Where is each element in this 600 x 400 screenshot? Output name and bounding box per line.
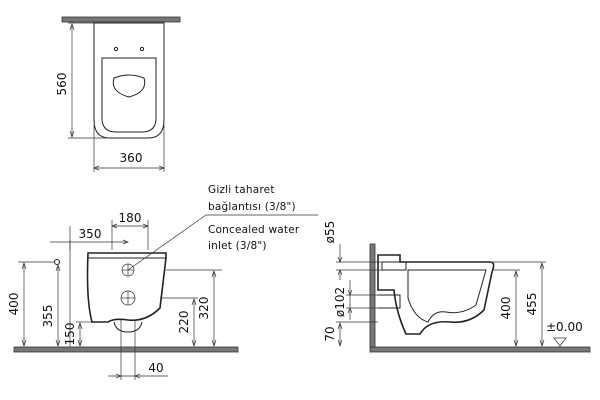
top-view-lid-outline [101, 57, 157, 133]
dim-400-label: 400 [7, 293, 21, 316]
dim-350-label: 350 [79, 227, 102, 241]
annotation-leader [127, 214, 207, 271]
width-label: 360 [120, 151, 143, 165]
dim-455-label: 455 [525, 293, 539, 316]
annotation-en-line2: inlet (3/8") [208, 240, 267, 252]
dim-220-label: 220 [177, 311, 191, 334]
depth-label: 560 [55, 73, 69, 96]
dim-55-label: ø55 [323, 221, 337, 244]
dim-320-label: 320 [197, 297, 211, 320]
side-view-body-outline [86, 252, 167, 323]
side-view-outlet [113, 321, 143, 333]
top-wall-bar [61, 16, 181, 23]
section-inlet-pipe [381, 261, 407, 271]
section-view: ø55 ø102 70 400 455 ±0.00 [323, 221, 591, 353]
annotation-en-line1: Concealed water [208, 224, 300, 236]
dim-section-400-label: 400 [499, 297, 513, 320]
annotation-tr-line1: Gizli taharet [208, 184, 275, 196]
top-view-bowl-opening [112, 74, 146, 98]
section-wall-bar [369, 243, 376, 348]
dim-70-label: 70 [323, 326, 337, 341]
side-view: 350 180 400 355 150 220 320 40 [7, 211, 318, 380]
section-floor-bar [369, 346, 591, 353]
dim-150-label: 150 [63, 323, 77, 346]
mounting-hole-left [113, 46, 119, 52]
dim-180-label: 180 [119, 211, 142, 225]
top-view: 560 360 [55, 16, 181, 172]
dim-102-label: ø102 [333, 287, 347, 317]
datum-label: ±0.00 [546, 320, 583, 334]
water-inlet-marker [54, 259, 60, 265]
top-view-body-outline [93, 22, 165, 139]
dim-355-label: 355 [41, 305, 55, 328]
inlet-annotation: Gizli taharet bağlantısı (3/8") Conceale… [208, 184, 300, 252]
side-floor-bar [13, 346, 239, 353]
section-outlet [378, 294, 401, 309]
annotation-tr-line2: bağlantısı (3/8") [208, 201, 296, 213]
section-body-outline [377, 254, 495, 335]
dim-40-label: 40 [148, 361, 163, 375]
section-bowl-inner [407, 269, 487, 323]
mounting-hole-right [139, 46, 145, 52]
datum-marker [553, 337, 567, 347]
